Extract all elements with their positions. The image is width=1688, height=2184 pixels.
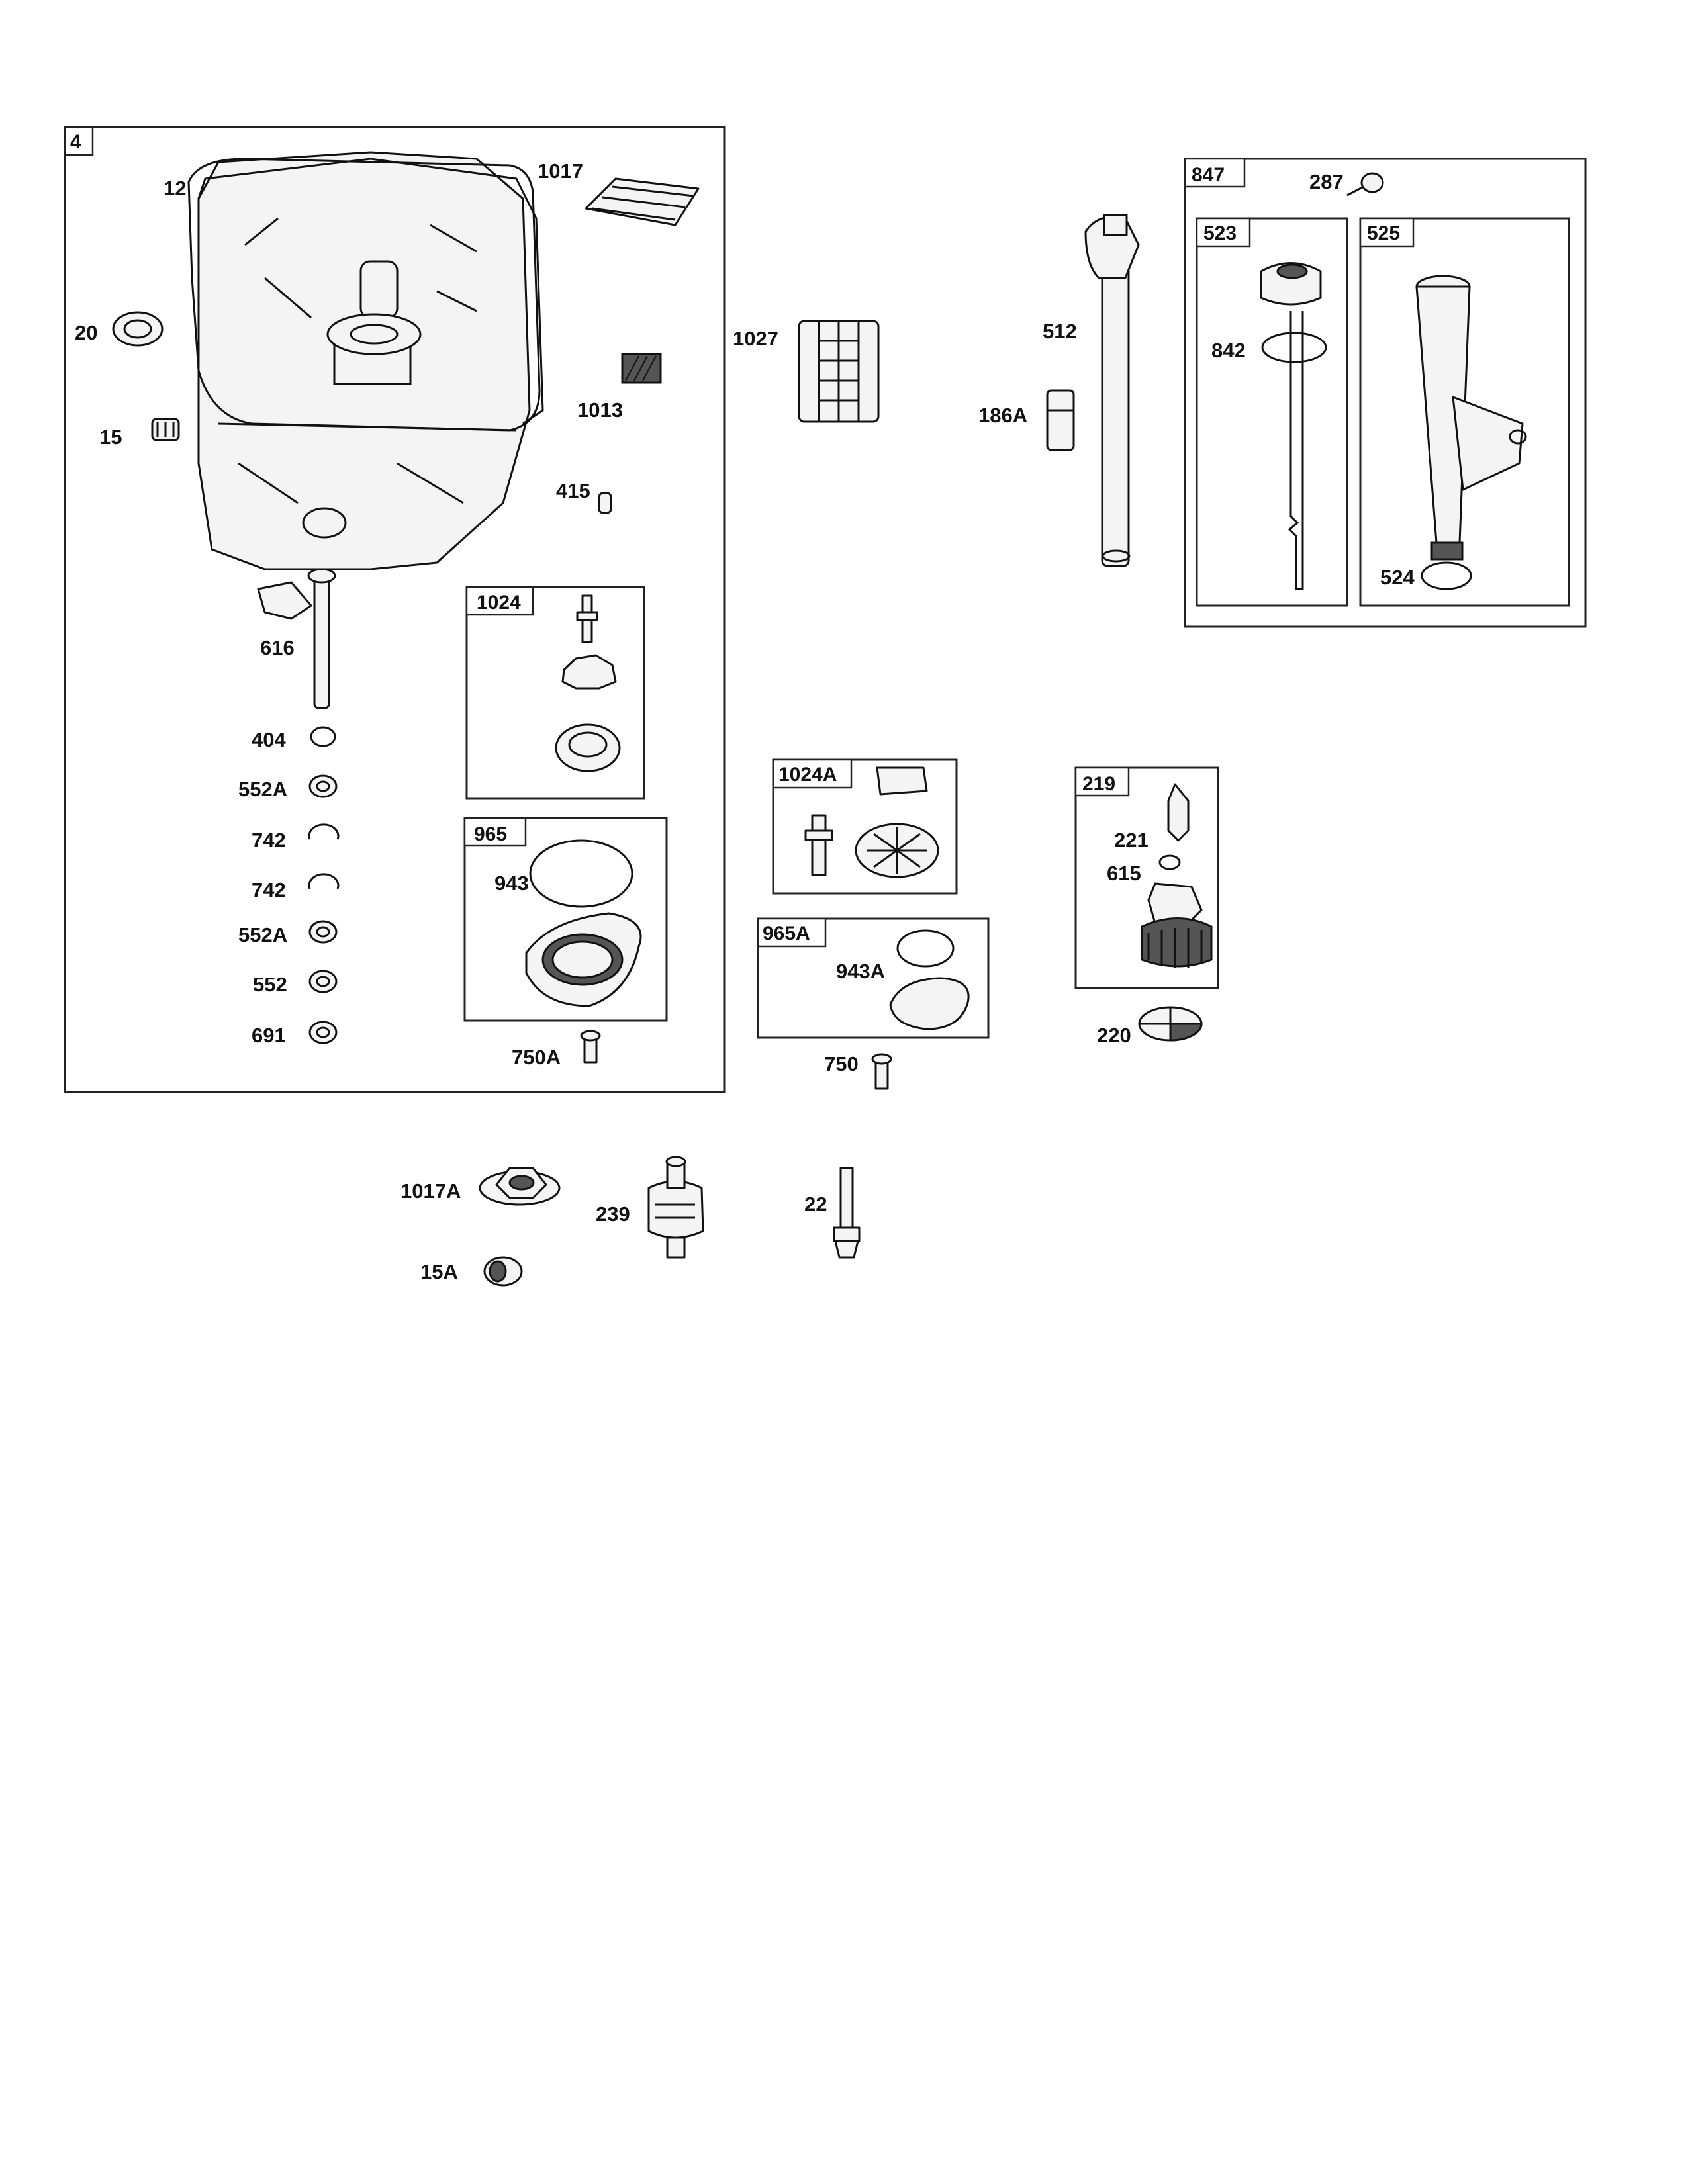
o-ring-524-part: [1421, 561, 1472, 590]
callout-1017: 1017: [538, 159, 583, 183]
part-415: [598, 492, 612, 514]
group-965-label: 965: [474, 823, 507, 845]
callout-1027: 1027: [733, 327, 778, 350]
crankcase-cover-part: [197, 151, 544, 570]
group-4-box: [64, 126, 726, 1093]
callout-239: 239: [596, 1203, 630, 1226]
callout-691: 691: [252, 1024, 286, 1047]
callout-742-2: 742: [252, 878, 286, 901]
callout-943A: 943A: [836, 960, 885, 983]
callout-404: 404: [252, 728, 286, 751]
pin-221-part: [1167, 783, 1190, 842]
callout-12: 12: [164, 177, 186, 200]
fitting-186A-part: [1046, 389, 1075, 451]
washer-404-part: [310, 726, 336, 747]
callout-1013: 1013: [577, 398, 623, 422]
dipstick-blade-part: [1288, 311, 1304, 590]
group-847: 847: [1184, 158, 1587, 628]
group-1024A: 1024A: [772, 758, 958, 895]
o-ring-842-part: [1261, 332, 1327, 363]
gasket-part: [187, 158, 541, 432]
outer-rotor-part: [555, 723, 621, 772]
group-523-label: 523: [1203, 222, 1237, 244]
cover-965A-part: [889, 977, 970, 1030]
group-523: 523: [1196, 217, 1348, 607]
callout-524: 524: [1380, 566, 1415, 589]
callout-labels: 12 1017 20 1013 15 415 616 404 552A 742 …: [75, 159, 1415, 1283]
callout-616: 616: [260, 636, 295, 659]
bolt-750A-part: [580, 1030, 601, 1064]
plug-15A-part: [483, 1256, 523, 1287]
fill-tube-part: [1415, 275, 1527, 561]
callout-742-1: 742: [252, 829, 286, 852]
o-ring-943-part: [529, 839, 633, 908]
screen-1013-part: [621, 353, 662, 384]
group-4-label: 4: [70, 131, 81, 153]
oil-pressure-switch-239-part: [647, 1156, 704, 1259]
washer-552A-2-part: [308, 920, 338, 944]
group-525: 525: [1359, 217, 1570, 607]
retainer-742-1-part: [308, 823, 340, 840]
washer-552-part: [308, 970, 338, 993]
governor-shaft-616-part: [257, 568, 336, 709]
group-1024-label: 1024: [477, 592, 521, 614]
group-1024: 1024: [465, 586, 645, 800]
washer-615-part: [1158, 854, 1181, 870]
callout-415: 415: [556, 479, 590, 502]
callout-943: 943: [494, 872, 529, 895]
oil-filter-1027-part: [798, 320, 880, 423]
dipstick-cap-part: [1260, 262, 1322, 306]
group-219: 219: [1074, 766, 1219, 989]
plug-15-part: [151, 418, 180, 441]
group-219-label: 219: [1082, 773, 1115, 795]
screw-287-part: [1346, 172, 1384, 197]
callout-220: 220: [1097, 1024, 1131, 1047]
callout-750: 750: [824, 1052, 859, 1075]
callout-750A: 750A: [512, 1046, 561, 1069]
callout-842: 842: [1211, 339, 1246, 362]
pump-cover-part: [525, 912, 642, 1007]
washer-691-part: [308, 1021, 338, 1044]
inner-rotor-part: [561, 654, 617, 690]
bolt-22-part: [833, 1167, 861, 1259]
breather-1017A-part: [479, 1167, 561, 1206]
retainer-742-2-part: [308, 873, 340, 889]
group-1024A-label: 1024A: [778, 764, 837, 786]
callout-1017A: 1017A: [400, 1179, 461, 1203]
oil-seal-20-part: [112, 311, 164, 347]
inner-rotor-1024A-part: [876, 766, 928, 796]
callout-22: 22: [804, 1193, 827, 1216]
group-525-label: 525: [1367, 222, 1400, 244]
callout-552A-1: 552A: [238, 778, 287, 801]
callout-20: 20: [75, 321, 97, 344]
o-ring-943A-part: [896, 929, 955, 968]
washer-552A-1-part: [308, 774, 338, 798]
callout-287: 287: [1309, 170, 1344, 193]
callout-221: 221: [1114, 829, 1149, 852]
group-847-label: 847: [1192, 164, 1225, 186]
pump-shaft-1024A-part: [804, 814, 833, 876]
group-4: 4: [64, 126, 726, 1093]
bolt-750-part: [871, 1053, 892, 1090]
callout-552A-2: 552A: [238, 923, 287, 946]
breather-1017-part: [585, 177, 700, 226]
pump-shaft-part: [576, 594, 598, 643]
governor-gear-part: [1141, 882, 1213, 968]
group-965A: 965A: [757, 917, 990, 1039]
group-965: 965: [463, 817, 668, 1022]
callout-552: 552: [253, 973, 287, 996]
group-965A-label: 965A: [763, 923, 810, 944]
callout-186A: 186A: [978, 404, 1027, 427]
callout-15A: 15A: [420, 1260, 458, 1283]
callout-615: 615: [1107, 862, 1141, 885]
callout-512: 512: [1043, 320, 1077, 343]
dipstick-tube-512-part: [1084, 214, 1140, 567]
callout-15: 15: [99, 426, 122, 449]
cup-220-part: [1138, 1006, 1203, 1042]
outer-rotor-1024A-part: [855, 823, 939, 878]
